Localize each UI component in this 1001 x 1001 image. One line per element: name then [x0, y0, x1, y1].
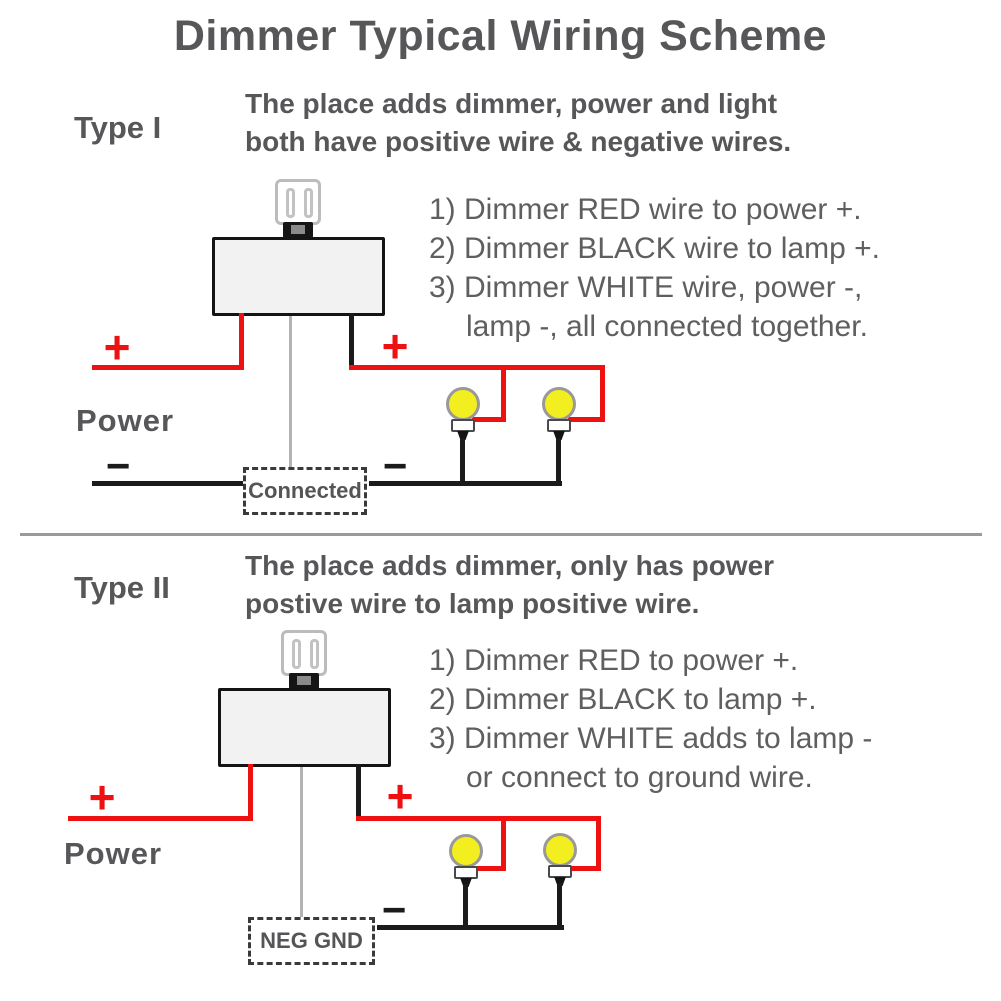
lamp-positive-wire	[356, 816, 601, 821]
lamp-minus-symbol: −	[381, 886, 407, 933]
lamp-bulb	[543, 833, 577, 867]
lamp-minus-symbol: −	[382, 442, 408, 489]
lamp-stem	[460, 878, 472, 887]
type2-step-3-continued: or connect to ground wire.	[466, 761, 813, 794]
type2-label: Type II	[74, 570, 170, 605]
lamp2-positive-drop	[596, 816, 601, 871]
type1-step-1: 1) Dimmer RED wire to power +.	[429, 193, 862, 226]
dimmer-knob-icon	[275, 179, 321, 225]
type1-steps: 1) Dimmer RED wire to power +. 2) Dimmer…	[429, 190, 880, 346]
knob-connector	[289, 673, 319, 689]
lamp2-positive-stub	[568, 866, 601, 871]
power-label: Power	[76, 403, 175, 438]
knob-slot	[310, 639, 319, 669]
knob-connector-inner	[297, 676, 311, 685]
knob-slot	[286, 188, 295, 218]
lamp-stem	[554, 877, 566, 886]
lamp1-negative-wire	[463, 884, 468, 929]
page-title: Dimmer Typical Wiring Scheme	[173, 12, 828, 60]
neg-gnd-junction-box: NEG GND	[248, 917, 375, 965]
knob-slot	[292, 639, 301, 669]
lamp1-positive-drop	[501, 816, 506, 871]
lamp1-positive-drop	[501, 365, 506, 422]
lamp-base	[547, 419, 571, 432]
dimmer-box	[212, 237, 385, 316]
knob-slot	[304, 188, 313, 218]
power-positive-wire	[92, 365, 244, 370]
power-positive-wire	[68, 816, 253, 821]
type1-label: Type I	[74, 110, 162, 145]
type1-step-2: 2) Dimmer BLACK wire to lamp +.	[429, 232, 880, 265]
dimmer-box	[218, 688, 391, 767]
knob-connector-inner	[291, 225, 305, 234]
lamp2-negative-wire	[556, 438, 561, 484]
dimmer-black-wire	[349, 313, 354, 370]
type1-step-3-continued: lamp -, all connected together.	[466, 310, 868, 343]
dimmer-red-wire	[239, 313, 244, 370]
type2-step-3: 3) Dimmer WHITE adds to lamp -	[429, 722, 873, 755]
type1-description-line2: both have positive wire & negative wires…	[245, 126, 792, 157]
lamp-negative-bus-wire	[377, 925, 564, 930]
power-label: Power	[64, 836, 163, 871]
type2-step-1: 1) Dimmer RED to power +.	[429, 644, 799, 677]
lamp-stem	[457, 431, 469, 440]
lamp2-positive-drop	[600, 365, 605, 422]
lamp-base	[548, 865, 572, 878]
knob-connector	[283, 222, 313, 238]
type1-description-line1: The place adds dimmer, power and light	[245, 88, 778, 119]
lamp2-positive-stub	[568, 417, 605, 422]
dimmer-white-wire	[289, 316, 292, 468]
lamp-plus-symbol: +	[381, 320, 409, 372]
dimmer-knob-icon	[281, 630, 327, 676]
power-plus-symbol: +	[103, 321, 131, 373]
type2-description-line2: postive wire to lamp positive wire.	[245, 588, 700, 619]
lamp1-positive-stub	[472, 417, 506, 422]
lamp-stem	[553, 431, 565, 440]
lamp1-negative-wire	[460, 438, 465, 484]
type1-step-3: 3) Dimmer WHITE wire, power -,	[429, 271, 863, 304]
type1-description: The place adds dimmer, power and light b…	[245, 85, 791, 161]
lamp2-negative-wire	[557, 883, 562, 929]
power-negative-wire	[92, 481, 244, 486]
power-minus-symbol: −	[105, 442, 131, 489]
type2-step-2: 2) Dimmer BLACK to lamp +.	[429, 683, 817, 716]
lamp-bulb	[446, 387, 480, 421]
type2-steps: 1) Dimmer RED to power +. 2) Dimmer BLAC…	[429, 641, 872, 797]
type2-description-line1: The place adds dimmer, only has power	[245, 550, 775, 581]
lamp-bulb	[542, 387, 576, 421]
lamp-base	[454, 866, 478, 879]
dimmer-white-wire	[300, 767, 303, 917]
dimmer-red-wire	[248, 764, 253, 821]
section-divider	[20, 533, 982, 536]
lamp-plus-symbol: +	[386, 770, 414, 822]
type2-description: The place adds dimmer, only has power po…	[245, 547, 774, 623]
connected-junction-box: Connected	[243, 467, 367, 515]
lamp-base	[451, 419, 475, 432]
lamp-bulb	[449, 834, 483, 868]
power-plus-symbol: +	[88, 771, 116, 823]
dimmer-black-wire	[356, 764, 361, 821]
lamp1-positive-stub	[474, 866, 506, 871]
lamp-positive-wire	[349, 365, 605, 370]
lamp-negative-bus-wire	[369, 481, 562, 486]
